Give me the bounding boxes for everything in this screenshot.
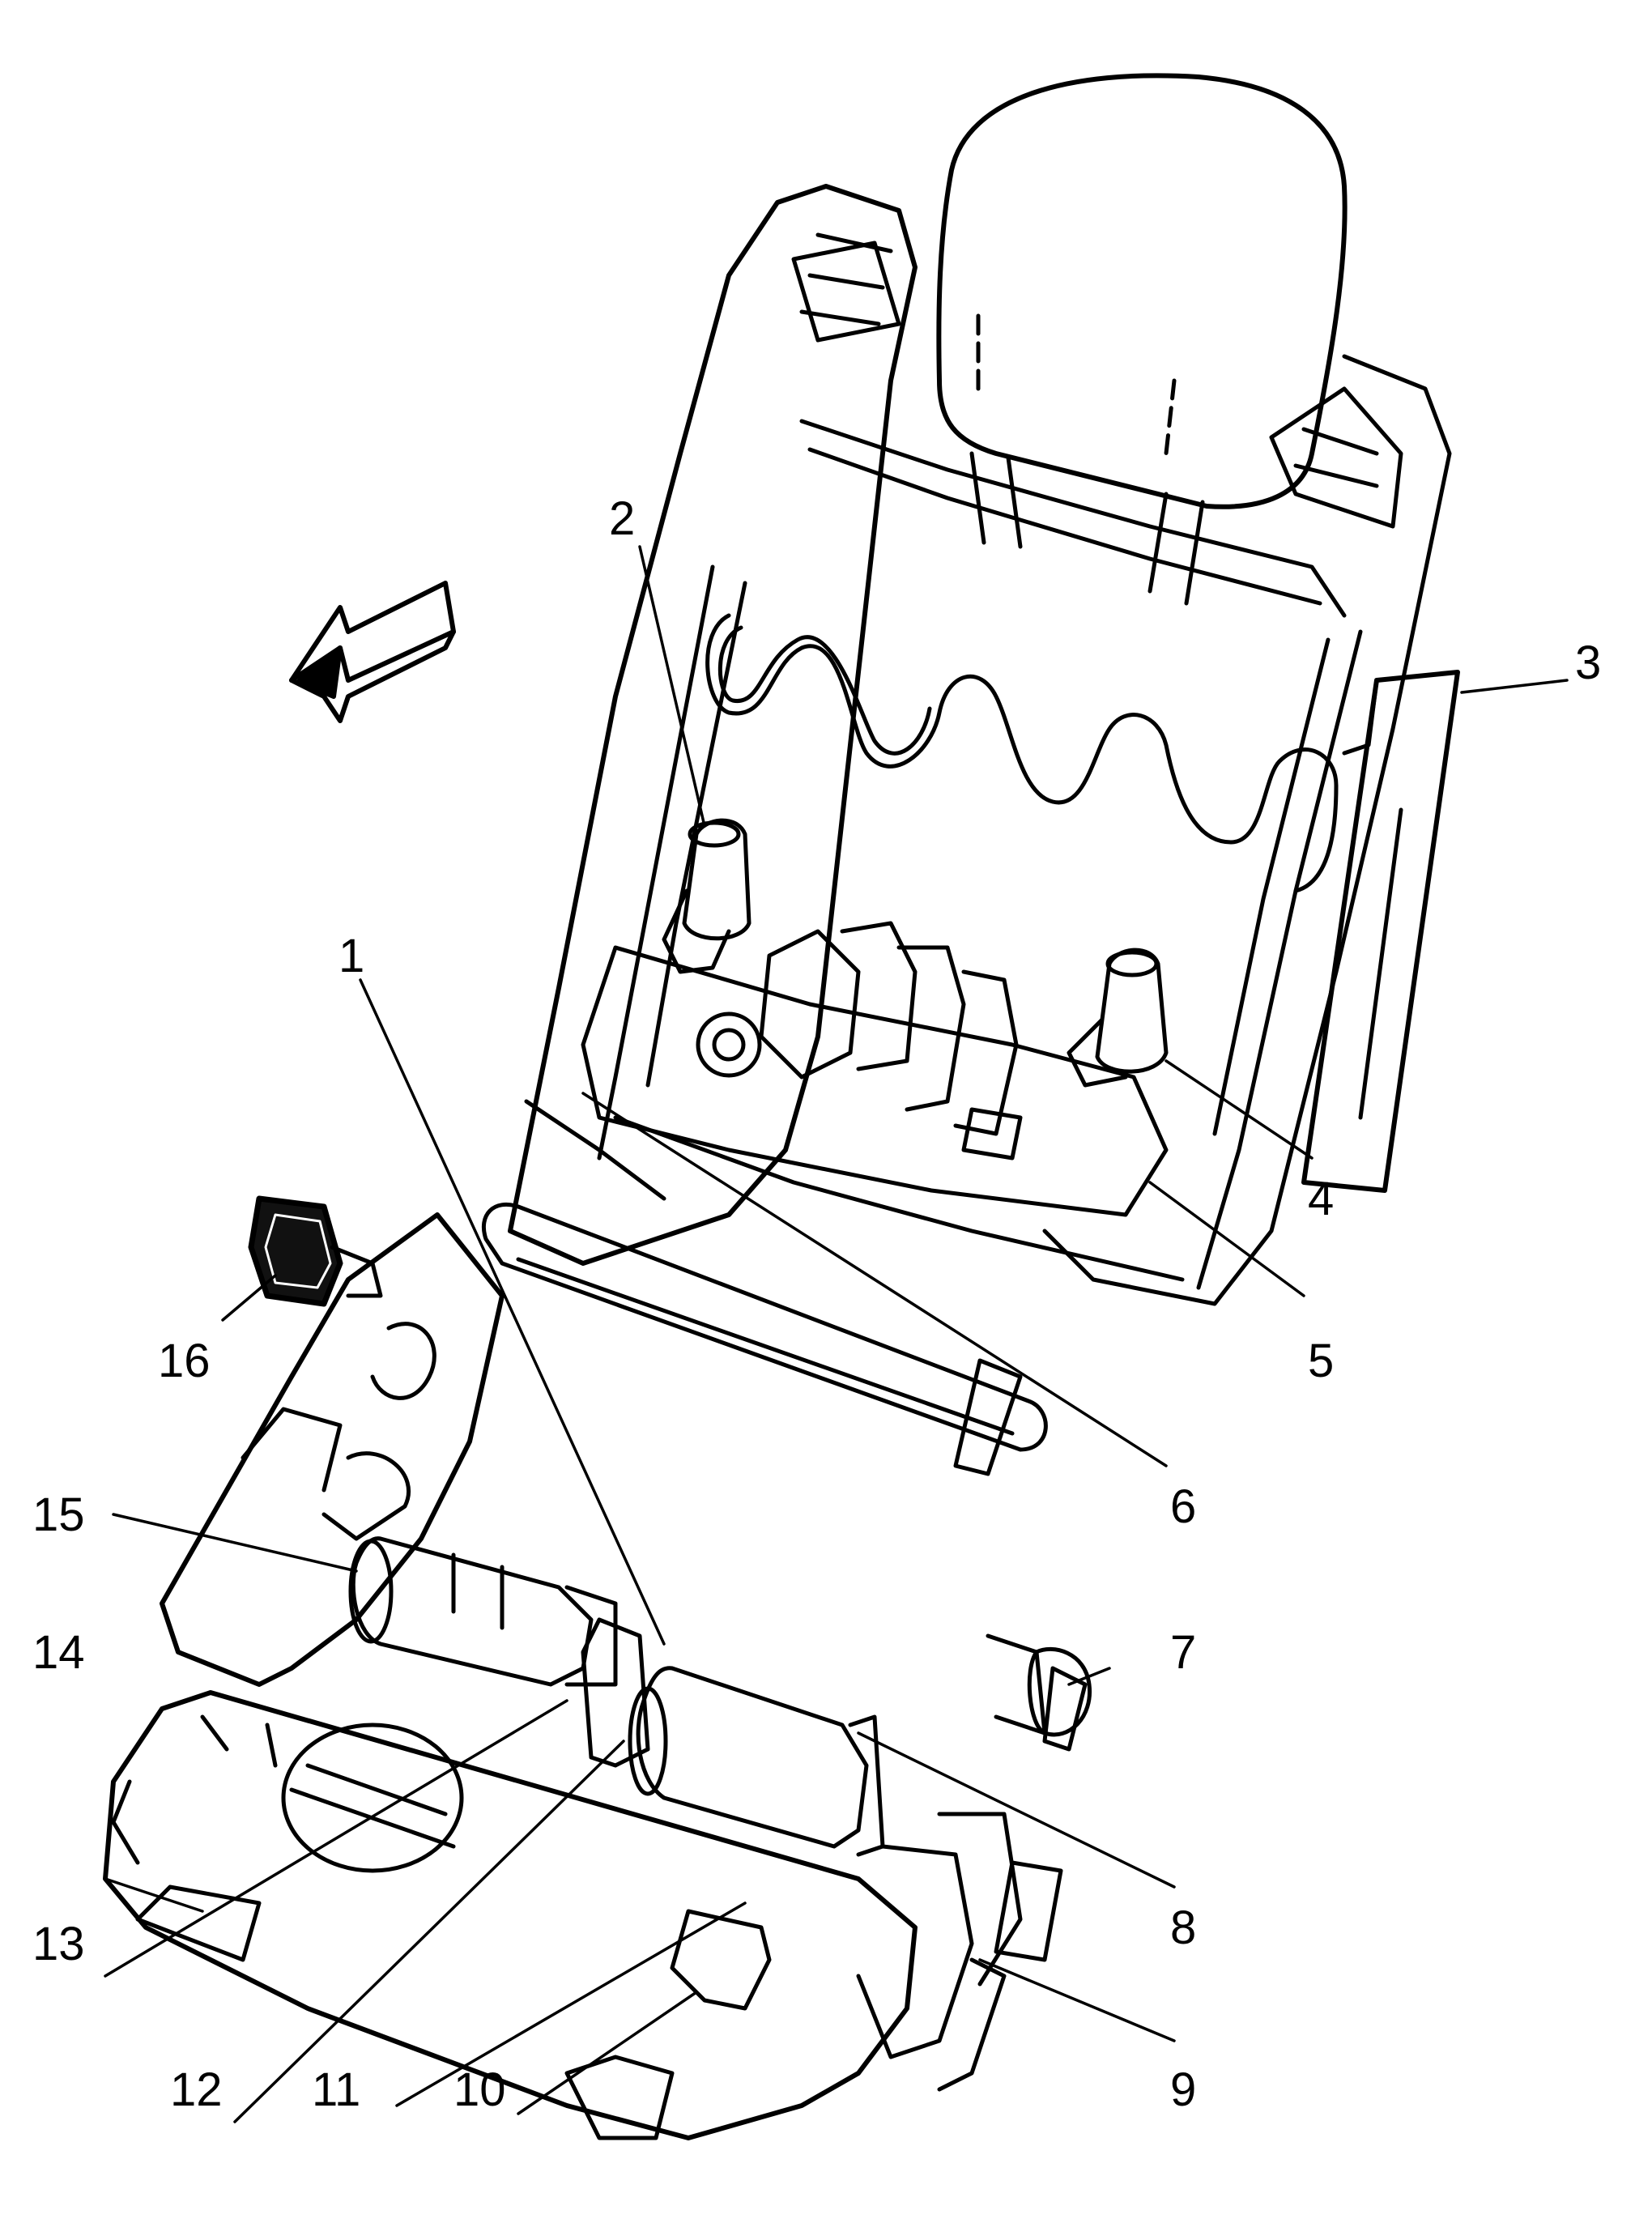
headrest [936,73,1348,606]
callout-9: 9 [1170,2063,1196,2116]
leader-line-8 [857,1731,1176,1889]
callout-6: 6 [1170,1480,1196,1533]
front-direction-arrow-icon [289,581,456,723]
leader-line-16 [221,1274,277,1322]
callout-16: 16 [158,1335,211,1387]
callout-1: 1 [338,930,364,982]
lumbar-motor-lower [1067,948,1169,1088]
callout-15: 15 [32,1488,85,1541]
callout-4: 4 [1308,1173,1334,1225]
module-right-side [986,1633,1092,1737]
sinuous-spring [705,613,1339,893]
leader-line-10 [517,1991,698,2115]
leader-line-1 [359,978,666,1646]
leader-line-6 [581,1092,1168,1467]
lumbar-motor-upper [662,818,751,974]
leader-line-5 [1148,1181,1305,1297]
leader-line-11 [395,1901,747,2107]
bracket-lower-center [670,1909,772,2011]
leader-line-12 [233,1740,625,2123]
cushion-pan-and-rails [103,1690,918,2140]
callout-10: 10 [453,2063,506,2116]
callout-5: 5 [1308,1335,1334,1387]
leader-line-9 [978,1958,1176,2042]
side-airbag-module [1301,670,1460,1193]
left-side-frame [160,1212,505,1687]
callout-2: 2 [609,492,635,545]
seat-adjuster-switch [248,1195,383,1307]
cushion-crossbar [481,1202,1048,1452]
lumbar-mechanism [581,921,1169,1217]
leader-line-7 [1067,1667,1111,1686]
callout-8: 8 [1170,1901,1196,1954]
leader-line-4 [1164,1059,1314,1160]
leader-line-15 [112,1513,358,1573]
recliner-motor [348,1536,618,1687]
leader-line-2 [638,545,706,828]
front-tilt-motor [581,1617,885,1857]
callout-12: 12 [170,2063,223,2116]
leader-line-14 [104,1877,204,1913]
leader-line-3 [1460,679,1569,694]
callout-14: 14 [32,1626,85,1679]
callout-11: 11 [312,2063,360,2116]
leader-line-13 [104,1699,568,1978]
callout-3: 3 [1575,637,1601,689]
callout-7: 7 [1170,1626,1196,1679]
callout-13: 13 [32,1918,85,1970]
right-rail-and-module [856,1358,1088,2092]
